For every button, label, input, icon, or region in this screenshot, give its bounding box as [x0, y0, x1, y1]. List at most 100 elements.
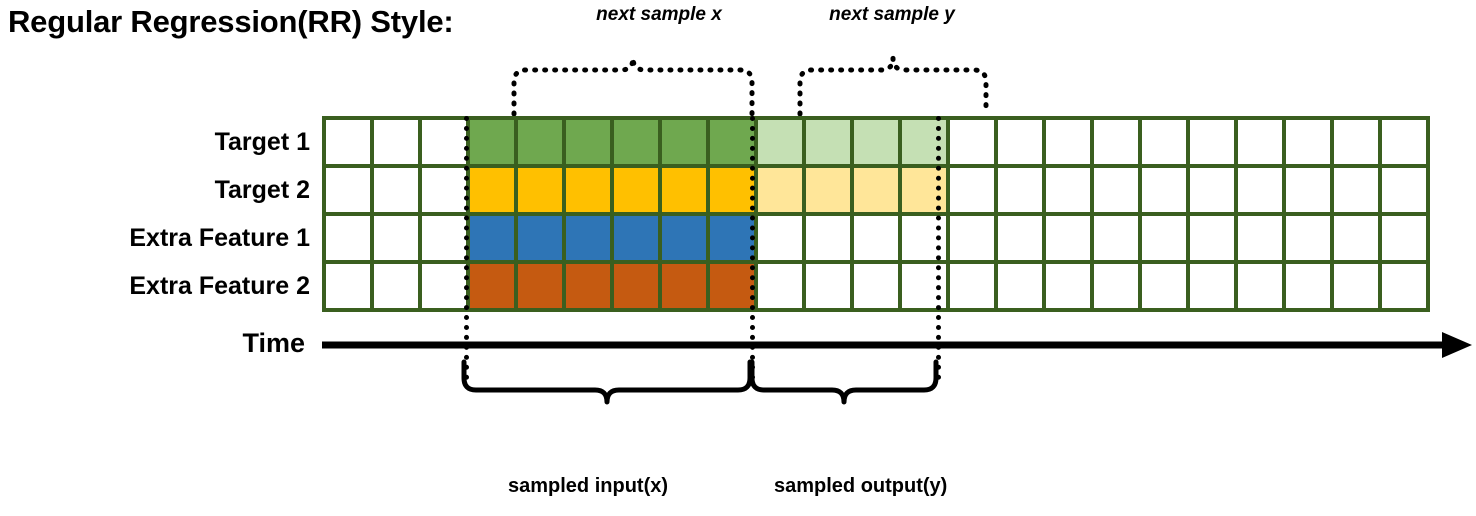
grid-cell — [1286, 120, 1330, 164]
grid-cell — [422, 216, 466, 260]
grid-cell — [662, 168, 706, 212]
grid-cell — [1382, 120, 1426, 164]
grid-cell — [806, 264, 850, 308]
page-title: Regular Regression(RR) Style: — [8, 4, 454, 39]
grid-row-target-2 — [326, 168, 1426, 212]
grid-cell — [854, 168, 898, 212]
grid-cell — [518, 120, 562, 164]
sampled-output-annotation: sampled output(y) horizon=4 output_featu… — [774, 424, 990, 516]
grid-cell — [1046, 120, 1090, 164]
grid-cell — [1190, 264, 1234, 308]
grid-cell — [1238, 120, 1282, 164]
grid-cell — [710, 120, 754, 164]
grid-cell — [1382, 264, 1426, 308]
grid-cell — [854, 264, 898, 308]
grid-cell — [758, 264, 802, 308]
grid-cell — [806, 216, 850, 260]
time-axis-arrow — [322, 332, 1472, 358]
grid-cell — [1334, 264, 1378, 308]
grid-cell — [1334, 168, 1378, 212]
row-label-extra-feature-1: Extra Feature 1 — [129, 224, 310, 252]
grid-cell — [710, 264, 754, 308]
grid-cell — [614, 216, 658, 260]
grid-cell — [1190, 120, 1234, 164]
grid-cell — [1142, 120, 1186, 164]
grid-cell — [326, 168, 370, 212]
grid-cell — [614, 264, 658, 308]
grid-cell — [854, 120, 898, 164]
grid-cell — [1094, 216, 1138, 260]
grid-cell — [998, 168, 1042, 212]
grid-cell — [758, 168, 802, 212]
time-axis-label: Time — [242, 328, 305, 358]
grid-cell — [950, 168, 994, 212]
grid-cell — [758, 120, 802, 164]
grid-cell — [1046, 264, 1090, 308]
grid-cell — [1046, 216, 1090, 260]
grid-cell — [1094, 264, 1138, 308]
grid-cell — [662, 264, 706, 308]
grid-cell — [1094, 168, 1138, 212]
guide-line-input-start — [464, 116, 469, 380]
grid-cell — [518, 216, 562, 260]
grid-cell — [470, 168, 514, 212]
grid-cell — [662, 216, 706, 260]
grid-cell — [470, 120, 514, 164]
row-label-target-2: Target 2 — [214, 176, 310, 204]
grid-cell — [854, 216, 898, 260]
sampled-input-annotation: sampled input(x) lookback=6 input_featur… — [508, 424, 711, 516]
grid-cell — [998, 120, 1042, 164]
grid-cell — [710, 168, 754, 212]
grid-row-extra-feature-1 — [326, 216, 1426, 260]
grid-cell — [566, 120, 610, 164]
grid-cell — [1046, 168, 1090, 212]
grid-cell — [470, 216, 514, 260]
grid-cell — [374, 168, 418, 212]
grid-cell — [566, 168, 610, 212]
grid-cell — [566, 216, 610, 260]
grid-cell — [1238, 216, 1282, 260]
grid-cell — [1382, 216, 1426, 260]
grid-cell — [614, 120, 658, 164]
grid-cell — [1334, 120, 1378, 164]
grid-cell — [1286, 216, 1330, 260]
grid-cell — [1142, 168, 1186, 212]
grid-row-target-1 — [326, 120, 1426, 164]
grid-cell — [1286, 168, 1330, 212]
grid-cell — [422, 264, 466, 308]
grid-cell — [518, 264, 562, 308]
guide-line-split — [750, 116, 755, 380]
grid-cell — [422, 120, 466, 164]
sampled-input-title: sampled input(x) — [508, 475, 669, 497]
grid-cell — [998, 264, 1042, 308]
grid-cell — [1238, 264, 1282, 308]
grid-cell — [374, 216, 418, 260]
timeline-grid — [322, 116, 1430, 312]
grid-cell — [422, 168, 466, 212]
grid-cell — [1142, 216, 1186, 260]
grid-cell — [326, 120, 370, 164]
grid-cell — [1190, 168, 1234, 212]
grid-cell — [710, 216, 754, 260]
grid-cell — [806, 168, 850, 212]
grid-cell — [326, 216, 370, 260]
grid-cell — [614, 168, 658, 212]
grid-cell — [1142, 264, 1186, 308]
row-label-column: Target 1 Target 2 Extra Feature 1 Extra … — [0, 118, 310, 310]
grid-cell — [662, 120, 706, 164]
grid-cell — [1334, 216, 1378, 260]
grid-cell — [1238, 168, 1282, 212]
grid-cell — [1382, 168, 1426, 212]
grid-cell — [1094, 120, 1138, 164]
grid-cell — [950, 264, 994, 308]
grid-row-extra-feature-2 — [326, 264, 1426, 308]
grid-cell — [374, 120, 418, 164]
grid-cell — [950, 120, 994, 164]
guide-line-output-end — [936, 116, 941, 380]
row-label-extra-feature-2: Extra Feature 2 — [129, 272, 310, 300]
grid-cell — [1190, 216, 1234, 260]
grid-cell — [806, 120, 850, 164]
next-sample-x-label: next sample x — [596, 4, 722, 25]
grid-cell — [758, 216, 802, 260]
